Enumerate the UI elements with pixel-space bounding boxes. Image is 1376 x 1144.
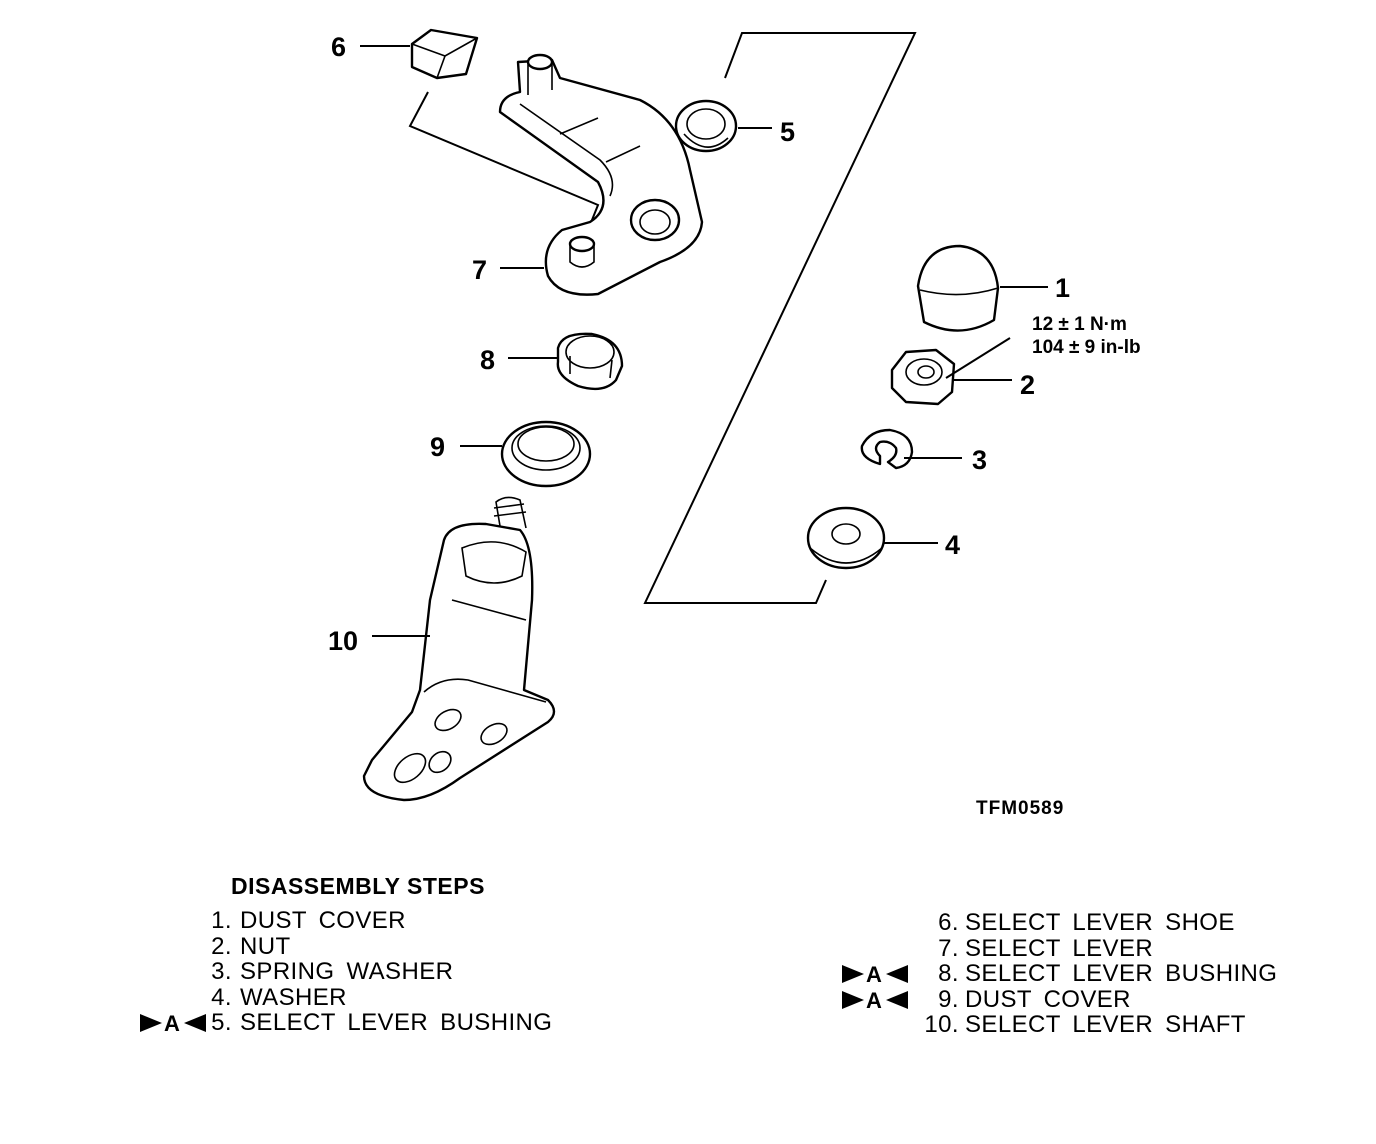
washer-part (806, 506, 886, 570)
torque-imperial: 104 ± 9 in-lb (1032, 337, 1141, 358)
step-number: 10. (924, 1011, 959, 1039)
callout-4: 4 (945, 530, 960, 560)
service-mark-icon: A (140, 1010, 208, 1036)
service-mark-icon: A (842, 961, 910, 987)
select-lever-shoe-part (410, 28, 479, 80)
step-number: 9. (938, 985, 959, 1013)
step-label: SELECT LEVER SHOE (965, 909, 1235, 936)
torque-metric: 12 ± 1 N·m (1032, 314, 1127, 335)
dust-cover-ring-part (500, 420, 592, 488)
step-label: SELECT LEVER (965, 934, 1154, 962)
callout-8: 8 (480, 345, 495, 375)
step-label: SPRING WASHER (240, 958, 454, 986)
step-number: 1. (211, 907, 232, 934)
step-number: 6. (938, 909, 959, 936)
spring-washer-part (860, 428, 914, 470)
dust-cover-cap-part (916, 244, 1000, 332)
service-mark-letter: A (866, 962, 882, 987)
step-label: SELECT LEVER BUSHING (240, 1009, 553, 1037)
callout-2: 2 (1020, 370, 1035, 400)
step-label: SELECT LEVER SHAFT (965, 1011, 1246, 1039)
service-mark-letter: A (164, 1011, 180, 1036)
select-lever-bushing-part-lower (556, 332, 624, 391)
step-label: DUST COVER (240, 907, 406, 934)
step-number: 3. (211, 958, 232, 986)
callout-10: 10 (328, 626, 358, 656)
step-label: NUT (240, 932, 291, 960)
step-number: 5. (211, 1009, 232, 1037)
callout-leaders (360, 45, 1048, 637)
service-mark-letter: A (866, 988, 882, 1013)
callout-3: 3 (972, 445, 987, 475)
callout-5: 5 (780, 117, 795, 147)
nut-part (890, 348, 956, 406)
steps-title: DISASSEMBLY STEPS (231, 873, 485, 899)
service-mark-icon: A (842, 987, 910, 1013)
figure-code: TFM0589 (976, 798, 1064, 819)
step-number: 4. (211, 983, 232, 1011)
step-label: SELECT LEVER BUSHING (965, 960, 1278, 988)
step-label: DUST COVER (965, 985, 1131, 1013)
step-number: 2. (211, 932, 232, 960)
callout-6: 6 (331, 32, 346, 62)
assembly-bracket-lines (408, 32, 917, 604)
step-number: 7. (938, 934, 959, 962)
step-number: 8. (938, 960, 959, 988)
callout-9: 9 (430, 432, 445, 462)
select-lever-bushing-part (674, 99, 738, 153)
callout-1: 1 (1055, 273, 1070, 303)
step-label: WASHER (240, 983, 347, 1011)
select-lever-part (498, 53, 704, 296)
callout-7: 7 (472, 255, 487, 285)
select-lever-shaft-part (362, 496, 556, 802)
